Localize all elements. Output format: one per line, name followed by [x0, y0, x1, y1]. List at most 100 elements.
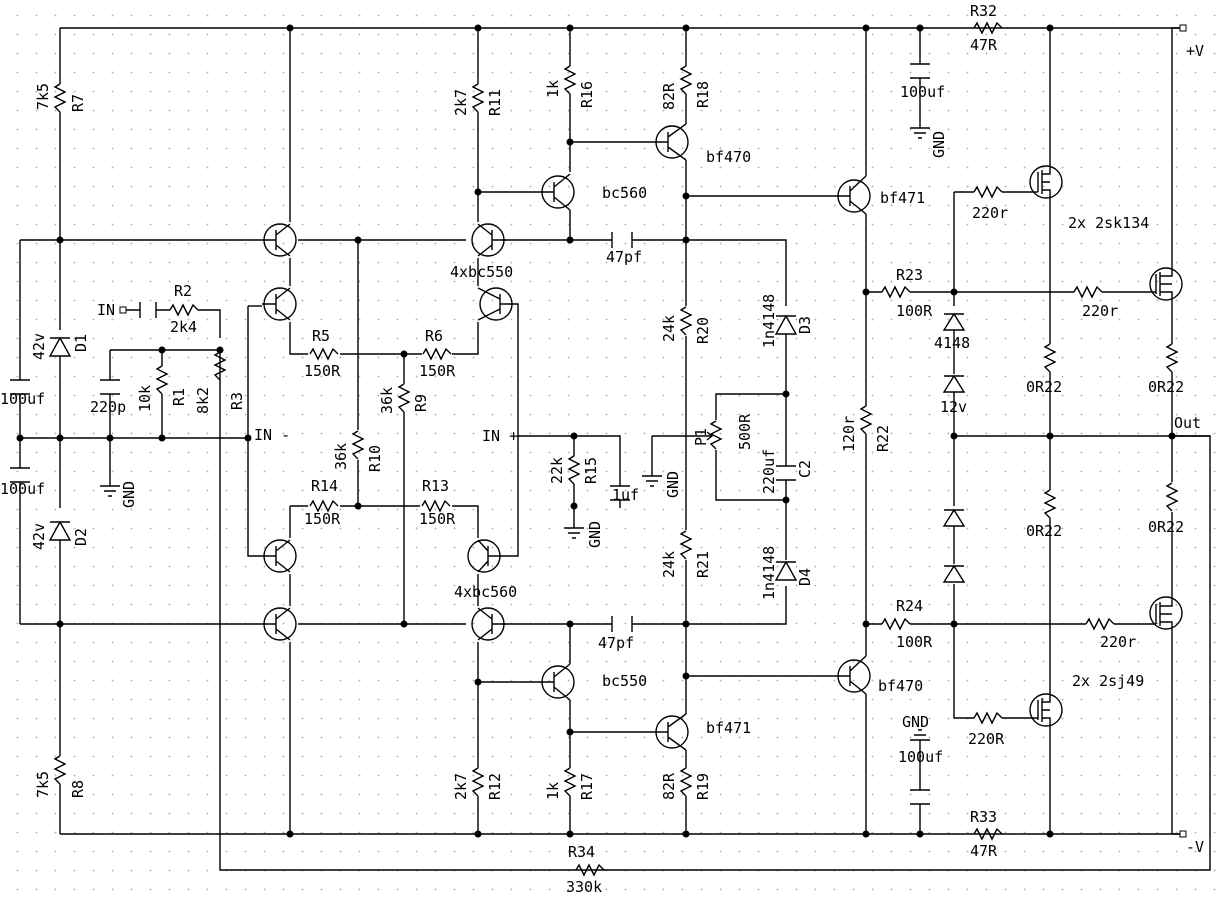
label-q-bc560: bc560	[602, 184, 647, 202]
cap-bot-left	[10, 467, 30, 483]
label-r18-value: 82R	[660, 82, 678, 110]
label-gate3: 220r	[1100, 633, 1136, 651]
label-r17-name: R17	[578, 773, 596, 800]
resistor-r12	[472, 767, 484, 797]
resistor-r24	[881, 618, 911, 630]
label-q-bc560-group: 4xbc560	[454, 583, 517, 601]
label-in-plus: IN +	[482, 427, 518, 445]
label-q-bf470-drv: bf470	[878, 677, 923, 695]
ground-icon	[100, 485, 120, 497]
label-rs1: 0R22	[1026, 378, 1062, 396]
label-r14-name: R14	[311, 477, 338, 495]
label-q-bf471-drv: bf471	[880, 189, 925, 207]
label-r34-name: R34	[568, 843, 595, 861]
label-r6-name: R6	[425, 327, 443, 345]
label-r12-value: 2k7	[452, 773, 470, 800]
resistor-rs1	[1044, 343, 1056, 373]
label-c-bot: 100uf	[0, 480, 45, 498]
label-gate4: 220R	[968, 730, 1005, 748]
resistor-gate2	[1073, 286, 1103, 298]
diode-d2	[48, 520, 72, 541]
label-neg-rail: -V	[1186, 838, 1204, 856]
label-r8-name: R8	[69, 780, 87, 798]
label-gnd-3: GND	[664, 471, 682, 498]
label-r23-name: R23	[896, 266, 923, 284]
label-r21-name: R21	[694, 551, 712, 578]
resistor-r21	[680, 530, 692, 560]
label-d4148: 4148	[934, 334, 970, 352]
ground-icon	[642, 475, 662, 487]
label-d2-value: 42v	[30, 523, 48, 550]
cap-220p	[100, 379, 120, 395]
label-r32-value: 47R	[970, 36, 998, 54]
resistor-gate3	[1085, 618, 1115, 630]
cap-47pf-top	[611, 232, 633, 248]
transistor-q2	[262, 287, 297, 321]
label-r19-value: 82R	[660, 772, 678, 800]
label-r33-name: R33	[970, 808, 997, 826]
diode-lower-b	[942, 564, 966, 583]
label-n-mosfets: 2x 2sk134	[1068, 214, 1149, 232]
resistor-gate1	[973, 186, 1003, 198]
resistor-r10	[352, 430, 364, 460]
label-gnd-4: GND	[930, 131, 948, 158]
label-r8-value: 7k5	[34, 771, 52, 798]
label-r12-name: R12	[486, 773, 504, 800]
resistor-rs2	[1166, 343, 1178, 373]
label-gate2: 220r	[1082, 302, 1118, 320]
label-r22-name: R22	[874, 425, 892, 452]
label-c-rail-bot: 100uf	[898, 748, 943, 766]
label-in: IN	[97, 301, 115, 319]
resistor-r1	[156, 365, 168, 395]
label-c-comp1: 47pf	[606, 248, 642, 266]
ground-icon	[910, 729, 930, 741]
label-r17-value: 1k	[544, 782, 562, 800]
transistor-bf471	[654, 713, 689, 751]
label-r34-value: 330k	[566, 878, 602, 896]
label-r9-value: 36k	[378, 387, 396, 414]
resistor-r8	[54, 755, 66, 785]
cap-c2	[776, 465, 796, 481]
label-r13-name: R13	[422, 477, 449, 495]
mosfet-p2	[1029, 693, 1063, 734]
label-dz12: 12v	[940, 398, 967, 416]
terminals	[119, 24, 1187, 838]
cap-1uf	[610, 485, 630, 501]
label-r10-value: 36k	[332, 443, 350, 470]
resistors	[54, 22, 1178, 876]
diode-d1	[48, 336, 72, 357]
potentiometer-p1	[710, 420, 722, 450]
label-q-bf471-bot: bf471	[706, 719, 751, 737]
label-r1-value: 10k	[136, 385, 154, 412]
capacitors	[10, 63, 930, 805]
transistor-q3	[471, 223, 506, 257]
resistor-r7	[54, 83, 66, 113]
labels: +V -V Out IN IN - IN + 7k5 R7 7k5 R8 10k…	[0, 2, 1204, 896]
label-r2-value: 2k4	[170, 318, 197, 336]
cap-top-left	[10, 379, 30, 395]
resistor-r2	[169, 304, 199, 316]
label-r6-value: 150R	[419, 362, 456, 380]
resistor-rs4	[1166, 482, 1178, 512]
label-r14-value: 150R	[304, 510, 341, 528]
resistor-r15	[568, 455, 580, 485]
transistor-bf470-driver	[837, 655, 871, 695]
resistor-r5	[309, 348, 339, 360]
transistor-q7	[467, 539, 501, 573]
label-r15-value: 22k	[548, 457, 566, 484]
label-r23-value: 100R	[896, 302, 933, 320]
label-gnd-5: GND	[902, 713, 929, 731]
label-pos-rail: +V	[1186, 42, 1204, 60]
cap-rail-bot	[910, 789, 930, 805]
transistor-bf470	[654, 123, 689, 161]
label-r7-value: 7k5	[34, 83, 52, 110]
label-gate1: 220r	[972, 204, 1008, 222]
diode-4148	[942, 312, 966, 331]
label-r15-name: R15	[582, 457, 600, 484]
label-c-in: 220p	[90, 398, 126, 416]
transistors	[262, 123, 1183, 751]
label-r1-name: R1	[170, 388, 188, 406]
label-c2-name: C2	[796, 460, 814, 478]
resistor-r17	[564, 767, 576, 797]
junctions	[16, 24, 1176, 838]
